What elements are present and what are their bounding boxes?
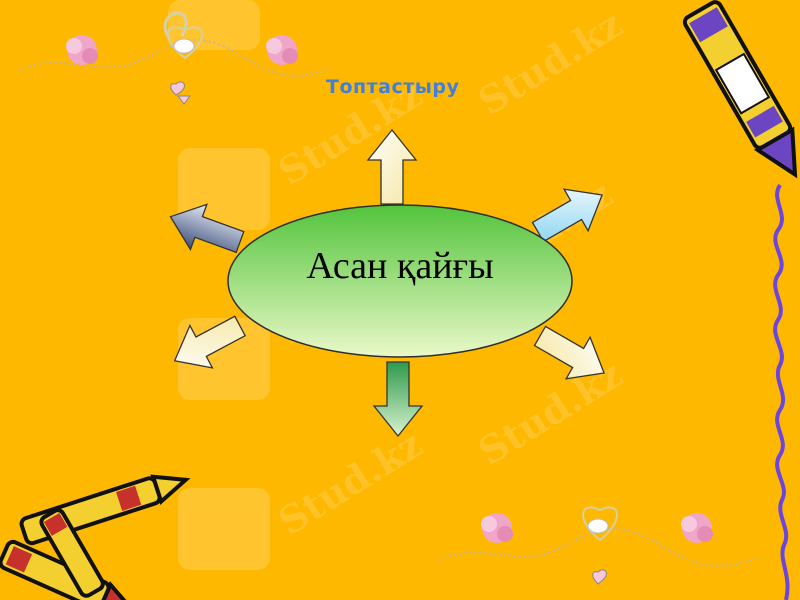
crayons-icon xyxy=(0,474,191,600)
arrow-down xyxy=(373,361,423,437)
crayon-icon xyxy=(682,0,798,179)
flower-garland-icon xyxy=(439,506,761,585)
arrow-up xyxy=(367,129,417,205)
slide-title: Топтастыру xyxy=(326,76,460,98)
center-label: Асан қайғы xyxy=(306,245,493,287)
flower-garland-icon xyxy=(19,11,331,105)
squiggle-line-icon xyxy=(773,183,790,600)
center-ellipse xyxy=(227,204,573,358)
arrow-down-right xyxy=(527,314,617,395)
